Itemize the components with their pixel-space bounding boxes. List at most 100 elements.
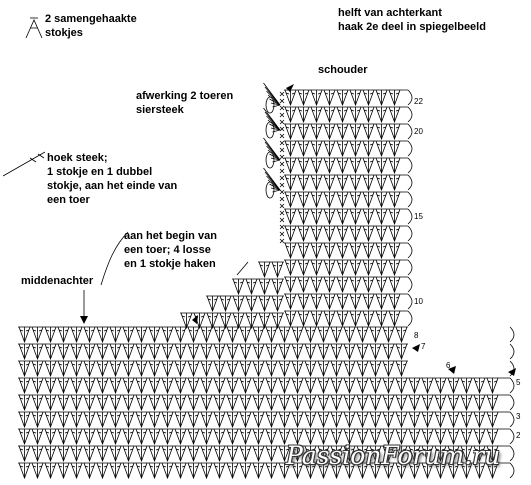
header-note: helft van achterkant haak 2e deel in spi… bbox=[338, 7, 486, 33]
stitch-row bbox=[448, 414, 453, 417]
stitch-row bbox=[376, 279, 381, 282]
stitch-row bbox=[311, 228, 316, 231]
stitch-row bbox=[304, 428, 317, 446]
stitch-row bbox=[467, 414, 472, 417]
stitch-row bbox=[116, 380, 121, 383]
stitch-row bbox=[447, 445, 460, 463]
stitch-row bbox=[336, 259, 349, 277]
stitch-row bbox=[175, 465, 180, 468]
stitch-row bbox=[265, 343, 278, 361]
stitch-row bbox=[311, 211, 316, 214]
stitch-row bbox=[297, 191, 310, 209]
stitch-row bbox=[70, 360, 83, 378]
stitch-row bbox=[70, 428, 83, 446]
stitch-row bbox=[337, 92, 342, 95]
stitch-row bbox=[370, 448, 375, 451]
row-number-15: 15 bbox=[414, 212, 423, 221]
stitch-row bbox=[330, 360, 343, 378]
stitch-row bbox=[383, 363, 388, 366]
stitch-row bbox=[129, 414, 134, 417]
stitch-row bbox=[370, 346, 375, 349]
stitch-row bbox=[383, 414, 388, 417]
stitch-row bbox=[336, 123, 349, 141]
stitch-row bbox=[311, 329, 316, 332]
stitch-row bbox=[259, 329, 264, 332]
stitch-row bbox=[382, 360, 395, 378]
stitch-row bbox=[96, 428, 109, 446]
stitch-row bbox=[136, 329, 141, 332]
stitch-row bbox=[162, 397, 167, 400]
stitch-row bbox=[71, 414, 76, 417]
stitch-row bbox=[200, 411, 213, 429]
stitch-row bbox=[188, 465, 193, 468]
stitch-row bbox=[90, 346, 95, 349]
stitch-row bbox=[297, 276, 310, 294]
stitch-row bbox=[323, 89, 336, 107]
stitch-row bbox=[388, 89, 401, 107]
stitch-row bbox=[71, 448, 76, 451]
stitch-row bbox=[337, 109, 342, 112]
stitch-row bbox=[19, 465, 24, 468]
stitch-row bbox=[252, 377, 265, 395]
stitch-row bbox=[136, 397, 141, 400]
stitch-row bbox=[148, 462, 161, 480]
stitch-row bbox=[90, 465, 95, 468]
stitch-row bbox=[200, 462, 213, 480]
stitch-row bbox=[83, 343, 96, 361]
stitch-row bbox=[271, 278, 284, 296]
stitch-row bbox=[324, 380, 329, 383]
stitch-row bbox=[298, 211, 303, 214]
stitch-row bbox=[304, 160, 309, 163]
stitch-row bbox=[265, 281, 270, 284]
stitch-row bbox=[324, 329, 329, 332]
edging-chain bbox=[279, 224, 285, 230]
stitch-row bbox=[363, 296, 368, 299]
stitch-row bbox=[357, 431, 362, 434]
stitch-row bbox=[272, 465, 277, 468]
stitch-row bbox=[357, 380, 362, 383]
stitch-row bbox=[402, 329, 407, 332]
stitch-row bbox=[480, 431, 485, 434]
stitch-row bbox=[291, 126, 296, 129]
stitch-row bbox=[362, 140, 375, 158]
stitch-row bbox=[389, 296, 394, 299]
stitch-row bbox=[388, 157, 401, 175]
stitch-row bbox=[363, 262, 368, 265]
stitch-row bbox=[343, 428, 356, 446]
stitch-row bbox=[38, 431, 43, 434]
stitch-row bbox=[362, 293, 375, 311]
stitch-row bbox=[174, 377, 187, 395]
stitch-row bbox=[149, 380, 154, 383]
stitch-row bbox=[298, 397, 303, 400]
stitch-row bbox=[310, 208, 323, 226]
stitch-row bbox=[382, 377, 395, 395]
stitch-row bbox=[214, 465, 219, 468]
stitch-row bbox=[219, 295, 232, 313]
stitch-row bbox=[122, 326, 135, 344]
stitch-row bbox=[142, 380, 147, 383]
stitch-row bbox=[428, 465, 433, 468]
stitch-row bbox=[336, 106, 349, 124]
stitch-row bbox=[350, 380, 355, 383]
stitch-row bbox=[428, 448, 433, 451]
stitch-row bbox=[161, 394, 174, 412]
stitch-row bbox=[369, 326, 382, 344]
stitch-row bbox=[129, 380, 134, 383]
stitch-row bbox=[298, 346, 303, 349]
stitch-row bbox=[135, 326, 148, 344]
stitch-row bbox=[487, 414, 492, 417]
stitch-row bbox=[383, 448, 388, 451]
stitch-row bbox=[396, 431, 401, 434]
stitch-row bbox=[421, 462, 434, 480]
stitch-row bbox=[474, 397, 479, 400]
stitch-row bbox=[70, 326, 83, 344]
stitch-row bbox=[31, 343, 44, 361]
stitch-row bbox=[350, 245, 355, 248]
edging-chain bbox=[279, 231, 285, 237]
stitch-row bbox=[284, 225, 297, 243]
stitch-row bbox=[220, 414, 225, 417]
stitch-row bbox=[252, 428, 265, 446]
stitch-row bbox=[349, 140, 362, 158]
stitch-row bbox=[233, 346, 238, 349]
stitch-row bbox=[311, 363, 316, 366]
